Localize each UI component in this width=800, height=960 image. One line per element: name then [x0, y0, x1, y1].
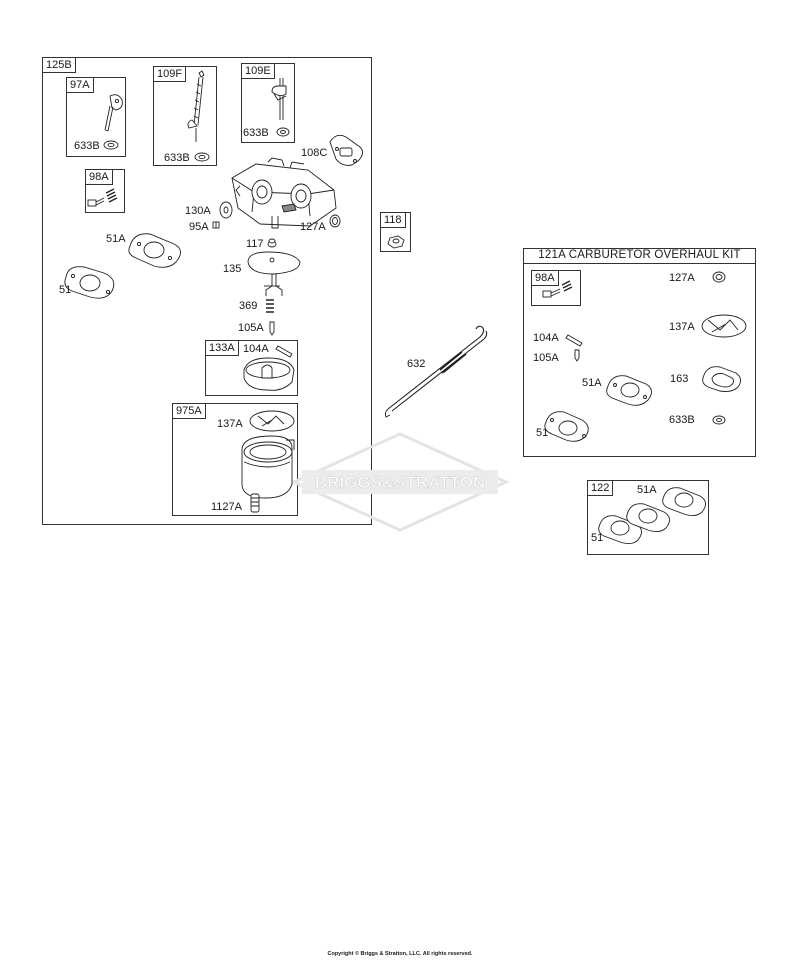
governor-link-632-part: [384, 325, 488, 418]
kit-callout-137A: 137A: [669, 321, 695, 333]
screw-95A-part: [212, 221, 220, 229]
box122-callout-51: 51: [591, 532, 604, 544]
idle-screw-98A-part: [87, 188, 118, 207]
float-bowl-975A-part: [241, 435, 295, 499]
kit-callout-127A: 127A: [669, 272, 695, 284]
group-tag-97A: 97A: [66, 77, 94, 93]
seal-633B-part-c: [276, 127, 290, 137]
kit-seal-633B-part: [712, 415, 726, 425]
kit-needle-105A-part: [574, 349, 580, 362]
kit-bowl-gasket-137A-part: [701, 314, 747, 338]
needle-105A-part: [269, 321, 275, 336]
group-tag-125B: 125B: [42, 57, 76, 73]
group-121A-box: [523, 248, 756, 457]
box122-callout-51A: 51A: [637, 484, 657, 496]
group-tag-975A: 975A: [172, 403, 206, 419]
kit-title-121A: 121A CARBURETOR OVERHAUL KIT: [523, 248, 756, 264]
group-122-box: [587, 480, 709, 555]
choke-shaft-109E-part: [271, 78, 287, 120]
kit-callout-633B: 633B: [669, 414, 695, 426]
group-tag-133A: 133A: [205, 340, 239, 356]
group-tag-109F: 109F: [153, 66, 187, 82]
callout-369: 369: [239, 300, 258, 312]
carburetor-body-part: [231, 157, 337, 229]
kit-callout-51A: 51A: [582, 377, 602, 389]
gasket-108C-part: [329, 134, 363, 166]
kit-gasket-51A-part: [606, 375, 652, 406]
group-tag-109E: 109E: [241, 63, 275, 79]
watermark-text: BRIGGS&STRATTON: [315, 473, 485, 492]
float-135-part: [247, 251, 301, 296]
callout-104A: 104A: [243, 343, 269, 355]
seal-633B-part-a: [103, 140, 119, 150]
callout-632: 632: [407, 358, 426, 370]
group-975A-box: [172, 403, 298, 516]
callout-137A: 137A: [217, 418, 243, 430]
group-tag-118: 118: [380, 212, 406, 228]
gasket-51A-part: [128, 233, 181, 268]
group-125B-box: [42, 57, 372, 525]
box122-gasket-middle-part: [626, 503, 670, 533]
kit-o-ring-127A-part: [712, 271, 726, 283]
box122-gasket-51A-part: [662, 487, 706, 517]
callout-108C: 108C: [301, 147, 328, 159]
kit-callout-163: 163: [670, 373, 689, 385]
group-tag-98A: 98A: [85, 169, 113, 185]
callout-135: 135: [223, 263, 242, 275]
kit-callout-104A: 104A: [533, 332, 559, 344]
bowl-screw-1127A-part: [250, 493, 260, 513]
gasket-51-part: [64, 266, 115, 299]
spring-369-part: [266, 299, 274, 313]
kit-callout-51: 51: [536, 427, 549, 439]
briggs-stratton-watermark-logo: BRIGGS&STRATTON: [290, 432, 510, 532]
group-97A-box: [66, 77, 126, 157]
callout-127A: 127A: [300, 221, 326, 233]
group-tag-98A-kit: 98A: [531, 270, 559, 286]
callout-130A: 130A: [185, 205, 211, 217]
group-tag-122: 122: [587, 480, 614, 496]
kit-gasket-163-part: [702, 366, 741, 392]
callout-633B-b: 633B: [164, 152, 190, 164]
kit-gasket-51-part: [544, 411, 589, 442]
callout-51A: 51A: [106, 233, 126, 245]
washer-117-part: [267, 238, 277, 248]
o-ring-127A-part: [329, 214, 341, 228]
copyright-footer: Copyright © Briggs & Stratton, LLC. All …: [327, 951, 473, 957]
float-bowl-133A-part: [243, 357, 295, 391]
bowl-gasket-137A-part: [249, 410, 295, 432]
kit-pin-104A-part: [565, 334, 583, 347]
throttle-shaft-part: [104, 94, 123, 132]
callout-1127A: 1127A: [211, 501, 242, 513]
callout-633B-a: 633B: [74, 140, 100, 152]
callout-95A: 95A: [189, 221, 209, 233]
seal-633B-part-b: [194, 152, 210, 162]
kit-callout-105A: 105A: [533, 352, 559, 364]
callout-117: 117: [246, 238, 264, 250]
callout-633B-c: 633B: [243, 127, 269, 139]
pin-104A-part: [275, 345, 293, 358]
group-133A-box: [205, 340, 298, 396]
callout-51: 51: [59, 284, 72, 296]
choke-shaft-109F-part: [187, 70, 205, 142]
callout-105A: 105A: [238, 322, 264, 334]
kit-idle-screw-98A-part: [542, 280, 573, 298]
throttle-plate-130A-part: [219, 201, 233, 219]
bushing-118-part: [387, 235, 405, 249]
